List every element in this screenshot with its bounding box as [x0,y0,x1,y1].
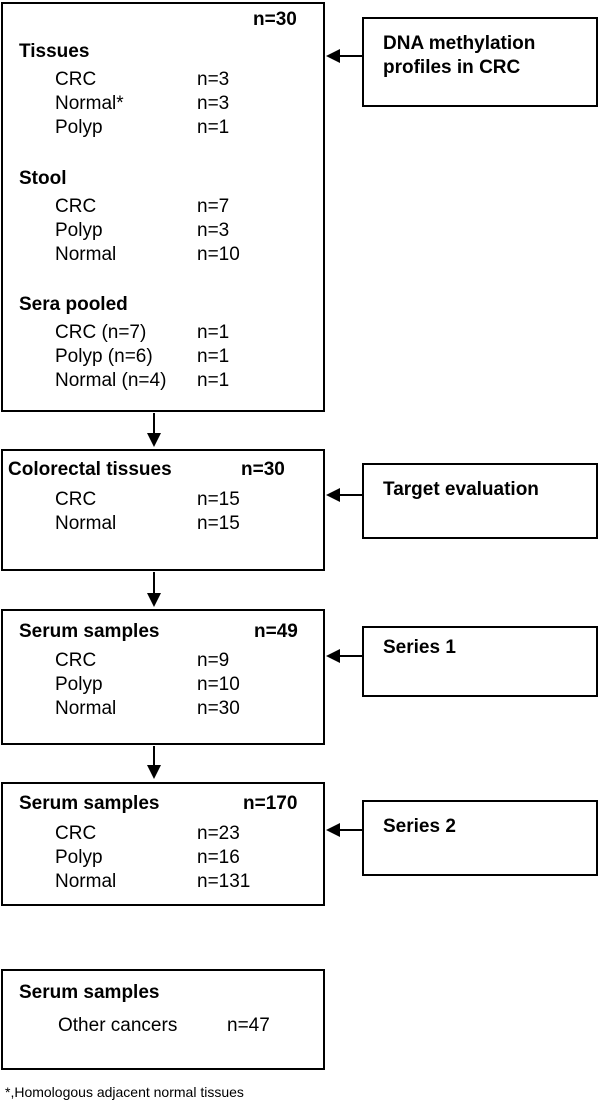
side-box-series2 [362,800,598,876]
group-title-stool: Stool [19,168,67,189]
row-label: CRC (n=7) [55,322,147,343]
row-label: CRC [55,489,97,510]
flow-box-colorectal-tissues [1,449,325,571]
flow-box-profiling [1,2,325,412]
box-count: n=49 [254,621,298,642]
side-label-line1: DNA methylation [383,33,536,54]
arrowhead-left [326,49,340,63]
row-value: n=10 [197,244,240,265]
group-title-sera-pooled: Sera pooled [19,294,128,315]
row-label: Normal (n=4) [55,370,167,391]
box-count: n=30 [241,459,285,480]
side-label: Series 2 [383,816,456,837]
box-count: n=170 [243,793,298,814]
row-value: n=15 [197,513,240,534]
row-value: n=3 [197,69,230,90]
side-label: Target evaluation [383,479,539,500]
row-label: Polyp [55,220,103,241]
side-box-dna-methylation [362,17,598,107]
row-value: n=1 [197,346,230,367]
flow-box-serum-series2 [1,782,325,906]
flow-box-serum-series1 [1,609,325,745]
row-label: Other cancers [58,1015,178,1036]
row-value: n=9 [197,650,230,671]
row-label: CRC [55,823,97,844]
row-value: n=1 [197,322,230,343]
side-box-series1 [362,626,598,697]
row-value: n=1 [197,370,230,391]
row-value: n=15 [197,489,240,510]
row-label: Polyp [55,117,103,138]
row-value: n=131 [197,871,251,892]
box-title: Serum samples [19,793,160,814]
row-value: n=7 [197,196,230,217]
arrowhead-down [147,593,161,607]
arrowhead-left [326,488,340,502]
row-label: Polyp (n=6) [55,346,153,367]
row-value: n=3 [197,93,230,114]
footnote: *,Homologous adjacent normal tissues [5,1084,244,1100]
row-label: Polyp [55,674,103,695]
box-title: Serum samples [19,982,160,1003]
flow-box-serum-other-cancers [1,969,325,1070]
box-title: Serum samples [19,621,160,642]
row-label: Normal [55,244,117,265]
side-label-line2: profiles in CRC [383,57,521,78]
row-value: n=47 [227,1015,270,1036]
row-label: Normal [55,698,117,719]
row-value: n=30 [197,698,240,719]
side-box-target-evaluation [362,463,598,539]
side-label: Series 1 [383,637,456,658]
row-value: n=10 [197,674,240,695]
row-label: CRC [55,69,97,90]
row-value: n=16 [197,847,240,868]
arrowhead-left [326,649,340,663]
box-count: n=30 [253,9,297,30]
row-label: CRC [55,196,97,217]
arrowhead-down [147,765,161,779]
row-label: CRC [55,650,97,671]
arrowhead-down [147,433,161,447]
row-label: Polyp [55,847,103,868]
arrowhead-left [326,823,340,837]
row-label: Normal [55,871,117,892]
row-value: n=23 [197,823,240,844]
group-title-tissues: Tissues [19,41,90,62]
row-label: Normal [55,513,117,534]
row-label: Normal* [55,93,124,114]
box-title: Colorectal tissues [8,459,172,480]
row-value: n=3 [197,220,230,241]
row-value: n=1 [197,117,230,138]
